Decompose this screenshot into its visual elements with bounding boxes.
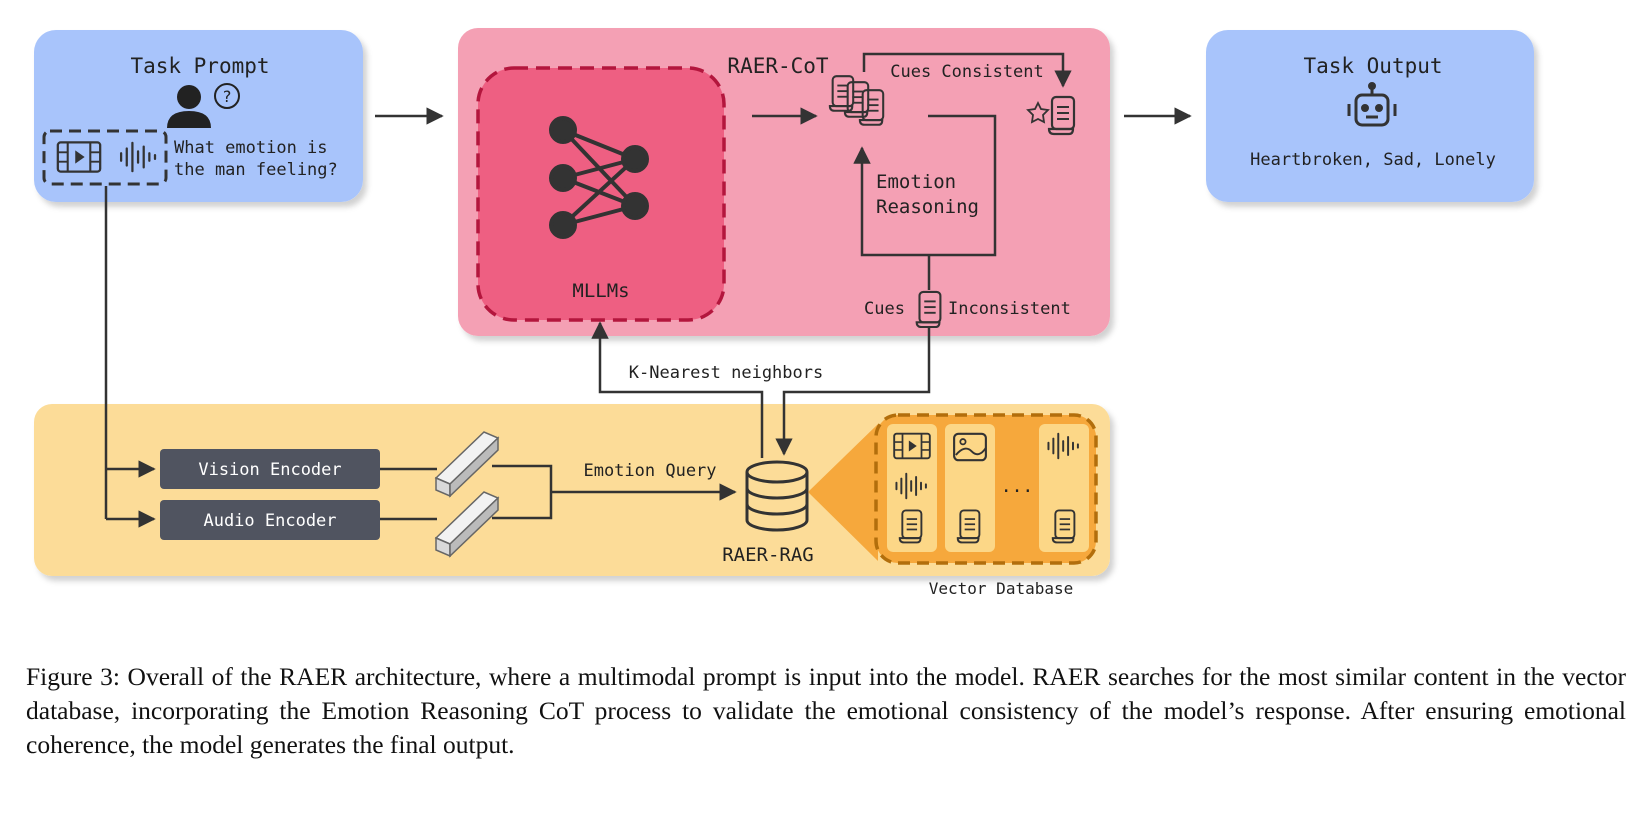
emotion-reasoning-label-2: Reasoning (876, 196, 979, 218)
vector-database-spotlight (808, 424, 878, 561)
raer-cot-title: RAER-CoT (727, 54, 829, 78)
vector-database-label: Vector Database (929, 579, 1074, 598)
raer-cot-panel: MLLMs RAER-CoT Cues Consistent Emotion R… (458, 28, 1110, 336)
db-ellipsis: ... (1001, 476, 1034, 497)
reasoning-loop-line (853, 114, 997, 257)
neural-network-icon (549, 116, 649, 239)
arrow-knn-to-mllms (591, 321, 764, 458)
task-output-title: Task Output (1303, 54, 1442, 78)
media-input-frame (42, 129, 168, 186)
verified-document-icon (1026, 95, 1076, 136)
user-icon (167, 85, 211, 128)
task-output-panel: Task Output Heartbroken, Sad, Lonely (1206, 30, 1534, 202)
knn-label: K-Nearest neighbors (629, 363, 823, 383)
architecture-diagram: Task Prompt ? What emotion is the man fe… (34, 28, 1534, 598)
figure-caption: Figure 3: Overall of the RAER architectu… (26, 662, 1626, 759)
audio-embedding-vector (434, 491, 500, 558)
emotion-query-label: Emotion Query (583, 461, 716, 481)
audio-encoder-label: Audio Encoder (203, 511, 336, 531)
query-merge-lines (492, 464, 737, 520)
database-icon (745, 460, 809, 532)
cues-label: Cues (864, 299, 905, 319)
vision-encoder-label: Vision Encoder (198, 460, 341, 480)
vision-embedding-vector (434, 431, 500, 498)
cues-consistent-label: Cues Consistent (890, 62, 1044, 82)
vision-encoder-box: Vision Encoder (160, 449, 380, 489)
question-line-1: What emotion is (174, 138, 328, 158)
inconsistent-label: Inconsistent (948, 299, 1071, 319)
arrow-inconsistent-to-db (775, 328, 931, 456)
task-prompt-panel: Task Prompt ? What emotion is the man fe… (34, 30, 363, 202)
task-output-result: Heartbroken, Sad, Lonely (1250, 150, 1496, 170)
vector-database-box: ... (874, 413, 1098, 565)
arrow-cues-consistent (862, 52, 1072, 88)
raer-rag-label: RAER-RAG (722, 544, 814, 566)
prompt-to-encoders-lines (104, 186, 156, 528)
question-mark-icon: ? (214, 83, 240, 109)
question-line-2: the man feeling? (174, 160, 338, 180)
audio-encoder-box: Audio Encoder (160, 500, 380, 540)
svg-text:?: ? (222, 87, 232, 106)
task-prompt-title: Task Prompt (130, 54, 269, 78)
mllms-label: MLLMs (572, 280, 629, 302)
emotion-reasoning-label-1: Emotion (876, 171, 956, 193)
robot-icon (1347, 82, 1397, 127)
